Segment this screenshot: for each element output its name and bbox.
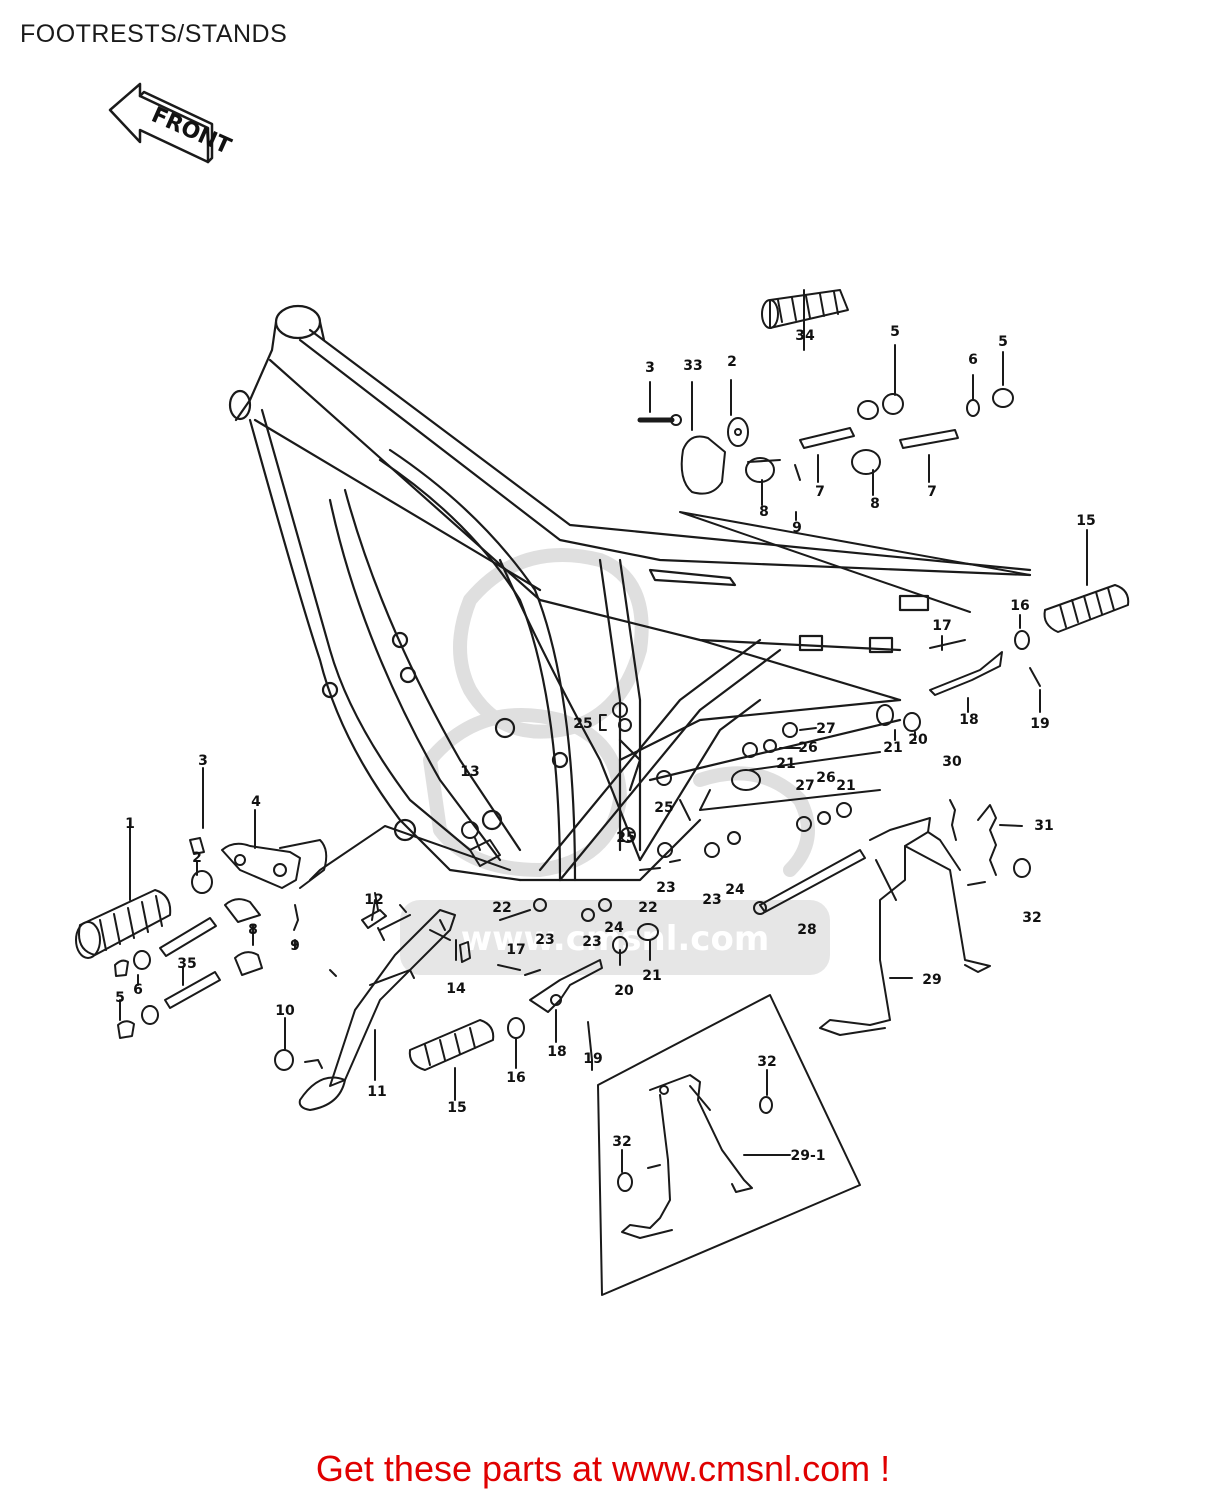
callout-5: 5 [890, 324, 900, 340]
callout-17: 17 [506, 942, 525, 958]
callout-33: 33 [683, 358, 702, 374]
callout-25: 25 [616, 830, 635, 846]
front-arrow-icon [108, 82, 214, 164]
callout-26: 26 [816, 770, 835, 786]
callout-21: 21 [883, 740, 902, 756]
callout-27: 27 [816, 721, 835, 737]
callout-18: 18 [959, 712, 978, 728]
callout-14: 14 [446, 981, 466, 997]
callout-13: 13 [460, 764, 479, 780]
callout-22: 22 [492, 900, 511, 916]
callout-9: 9 [792, 520, 802, 536]
callout-5: 5 [998, 334, 1008, 350]
callout-26: 26 [798, 740, 817, 756]
centre-fasteners [499, 702, 921, 954]
rear-footrest-assembly [637, 289, 1031, 613]
centre-stand [753, 799, 1031, 1036]
callout-30: 30 [942, 754, 962, 770]
side-stand-assembly [274, 821, 651, 1111]
callout-6: 6 [968, 352, 978, 368]
callout-23: 23 [702, 892, 721, 908]
inset-panel [597, 994, 861, 1296]
callout-29: 29 [922, 972, 941, 988]
callout-25: 25 [573, 716, 592, 732]
parts-diagram: www.cmsnl.com FRONT [75, 82, 1130, 1296]
callout-20: 20 [614, 983, 634, 999]
footer-link[interactable]: Get these parts at www.cmsnl.com ! [315, 1448, 891, 1489]
callout-21: 21 [642, 968, 661, 984]
callout-8: 8 [759, 504, 769, 520]
callout-12: 12 [364, 892, 383, 908]
callout-28: 28 [797, 922, 816, 938]
right-footrest [929, 529, 1130, 713]
callout-24: 24 [604, 920, 624, 936]
callout-15: 15 [1076, 513, 1095, 529]
callout-29-1: 29-1 [790, 1148, 825, 1164]
callout-18: 18 [547, 1044, 566, 1060]
callout-6: 6 [133, 982, 143, 998]
callout-3: 3 [645, 360, 655, 376]
callout-16: 16 [506, 1070, 525, 1086]
callout-32: 32 [612, 1134, 631, 1150]
callout-2: 2 [192, 850, 202, 866]
callout-15: 15 [447, 1100, 466, 1116]
callout-3: 3 [198, 753, 208, 769]
callout-1: 1 [125, 816, 135, 832]
callout-23: 23 [582, 934, 601, 950]
callout-22: 22 [638, 900, 657, 916]
callout-21: 21 [776, 756, 795, 772]
callout-20: 20 [908, 732, 928, 748]
callout-25: 25 [654, 800, 673, 816]
callout-34: 34 [795, 328, 815, 344]
callout-8: 8 [248, 922, 258, 938]
watermark-banner [400, 900, 830, 975]
callout-21: 21 [836, 778, 855, 794]
callout-24: 24 [725, 882, 745, 898]
callout-19: 19 [583, 1051, 602, 1067]
callout-23: 23 [656, 880, 675, 896]
callout-35: 35 [177, 956, 196, 972]
callout-11: 11 [367, 1084, 386, 1100]
page-title: FOOTRESTS/STANDS [20, 20, 288, 48]
callout-31: 31 [1034, 818, 1053, 834]
callout-labels: 3 33 2 34 5 6 5 8 7 8 7 9 15 16 17 18 19… [115, 324, 1096, 1164]
callout-8: 8 [870, 496, 880, 512]
callout-16: 16 [1010, 598, 1029, 614]
callout-5: 5 [115, 990, 125, 1006]
callout-7: 7 [927, 484, 937, 500]
callout-7: 7 [815, 484, 825, 500]
callout-27: 27 [795, 778, 814, 794]
callout-10: 10 [275, 1003, 295, 1019]
callout-4: 4 [251, 794, 261, 810]
callout-9: 9 [290, 938, 300, 954]
frame [228, 304, 1032, 882]
callout-19: 19 [1030, 716, 1049, 732]
callout-17: 17 [932, 618, 951, 634]
callout-32: 32 [757, 1054, 776, 1070]
callout-2: 2 [727, 354, 737, 370]
callout-23: 23 [535, 932, 554, 948]
left-footrest [75, 767, 511, 1039]
callout-32: 32 [1022, 910, 1041, 926]
